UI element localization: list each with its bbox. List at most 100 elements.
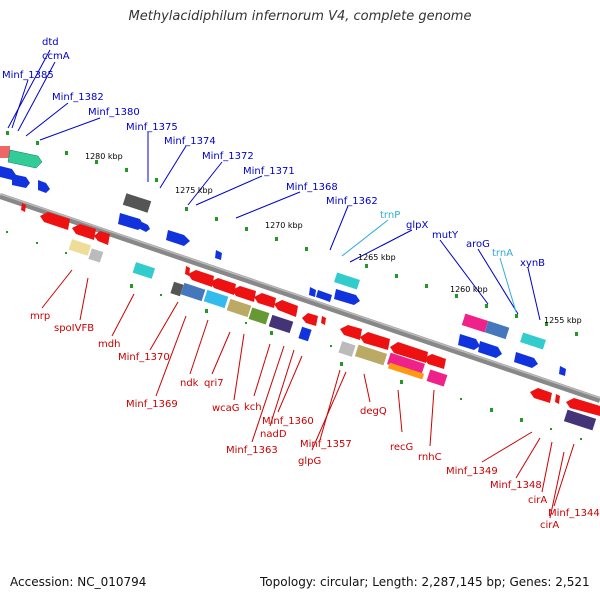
gene-block-17 — [520, 332, 546, 350]
gene-block-r18 — [248, 307, 270, 325]
gene-label: recG — [390, 442, 413, 453]
gene-label: mrp — [30, 311, 50, 322]
gene-block-19 — [559, 366, 566, 376]
track-dots-lower — [6, 231, 582, 440]
gene-label: rnhC — [418, 452, 442, 463]
gene-label: Minf_1348 — [490, 480, 542, 491]
gene-block-r10 — [210, 278, 236, 295]
gene-block-r30 — [387, 362, 425, 380]
gene-block-15 — [458, 334, 480, 350]
gene-block-r2 — [40, 212, 70, 230]
gene-block-3 — [38, 180, 50, 193]
gene-label: Minf_1360 — [262, 416, 314, 427]
gene-label: Minf_1357 — [300, 439, 352, 450]
gene-block-6 — [140, 222, 150, 232]
tick-label: 1275 kbp — [175, 186, 213, 195]
gene-label: mdh — [98, 339, 120, 350]
gene-block-r14 — [170, 281, 184, 297]
genome-backbone-highlight — [0, 193, 600, 399]
tick-label: 1265 kbp — [358, 253, 396, 262]
gene-label: qri7 — [204, 378, 224, 389]
gene-label: Minf_1385 — [2, 70, 54, 81]
gene-label: Minf_1362 — [326, 196, 378, 207]
gene-label: cirA — [528, 495, 547, 506]
gene-label: ndk — [180, 378, 199, 389]
gene-label: Minf_1374 — [164, 136, 216, 147]
gene-block-r15 — [180, 282, 206, 302]
gene-label: nadD — [260, 429, 287, 440]
gene-label: Minf_1380 — [88, 107, 140, 118]
gene-label: glpX — [406, 220, 428, 231]
gene-label: ccmA — [42, 51, 70, 62]
gene-block-r24 — [360, 332, 390, 350]
forward-features — [0, 146, 566, 376]
gene-label: Minf_1371 — [243, 166, 295, 177]
gene-block-5 — [118, 213, 144, 230]
gene-block-16 — [478, 341, 502, 358]
gene-block-10 — [316, 290, 332, 302]
gene-label: Minf_1375 — [126, 122, 178, 133]
gene-label: kch — [244, 402, 262, 413]
gene-block-r8 — [185, 266, 190, 276]
gene-block-r34 — [566, 398, 600, 416]
genome-backbone — [0, 193, 600, 403]
gene-label: cirA — [540, 520, 559, 531]
forward-leader-lines — [7, 49, 541, 321]
forward-gene-labels: dtd ccmA Minf_1385 Minf_1382 Minf_1380 M… — [2, 37, 545, 269]
gene-block-r26 — [424, 354, 446, 369]
gene-block-r31 — [426, 369, 448, 387]
tick-label: 1260 kbp — [450, 285, 488, 294]
gene-block-r33 — [555, 394, 560, 404]
gene-dtd-block — [0, 146, 10, 158]
gene-block-r6 — [88, 248, 104, 263]
gene-label: Minf_1382 — [52, 92, 104, 103]
gene-block-r13 — [274, 300, 298, 317]
gene-label: Minf_1368 — [286, 182, 338, 193]
reverse-features — [21, 203, 600, 431]
gene-block-r28 — [354, 344, 388, 366]
gene-label: degQ — [360, 406, 387, 417]
rna-leader-lines — [341, 219, 517, 313]
tick-label: 1280 kbp — [85, 152, 123, 161]
gene-label: Minf_1370 — [118, 352, 170, 363]
gene-block-r4 — [94, 231, 110, 245]
gene-block-12 — [334, 289, 360, 305]
gene-label: Minf_1372 — [202, 151, 254, 162]
gene-label: spoIVFB — [54, 323, 94, 334]
gene-block-r16 — [203, 289, 229, 309]
gene-block-13 — [461, 313, 489, 333]
gene-label: trnP — [380, 210, 400, 221]
gene-block-r27 — [338, 341, 356, 357]
map-title: Methylacidiphilum infernorum V4, complet… — [128, 9, 472, 24]
gene-block-r22 — [321, 316, 326, 325]
accession-text: Accession: NC_010794 — [10, 575, 147, 589]
gene-label: mutY — [432, 230, 459, 241]
gene-block-18 — [514, 352, 538, 368]
gene-block-r21 — [302, 313, 318, 326]
gene-label: trnA — [492, 248, 513, 259]
gene-block-2 — [12, 174, 30, 188]
gene-label: Minf_1349 — [446, 466, 498, 477]
gene-block-r9 — [188, 270, 214, 287]
gene-block-r1 — [21, 203, 26, 212]
tick-label: 1270 kbp — [265, 221, 303, 230]
kbp-tick-labels: 1280 kbp 1275 kbp 1270 kbp 1265 kbp 1260… — [85, 152, 582, 325]
gene-block-8 — [215, 250, 222, 260]
gene-block-4 — [122, 193, 152, 213]
tick-label: 1255 kbp — [544, 316, 582, 325]
gene-block-11 — [334, 272, 360, 290]
gene-block-r12 — [254, 293, 276, 308]
gene-block-r20 — [298, 326, 312, 342]
reverse-gene-labels: mrp spoIVFB mdh Minf_1370 Minf_1369 ndk … — [30, 311, 600, 531]
gene-block-r25 — [390, 342, 428, 363]
gene-block-r7 — [132, 262, 156, 279]
gene-ccmA-block — [7, 149, 43, 169]
topology-text: Topology: circular; Length: 2,287,145 bp… — [260, 575, 590, 589]
track-dots-upper — [6, 131, 578, 336]
gene-label: aroG — [466, 239, 490, 250]
gene-label: Minf_1369 — [126, 399, 178, 410]
gene-label: glpG — [298, 456, 321, 467]
gene-block-9 — [309, 287, 316, 297]
gene-block-r29 — [387, 352, 425, 376]
